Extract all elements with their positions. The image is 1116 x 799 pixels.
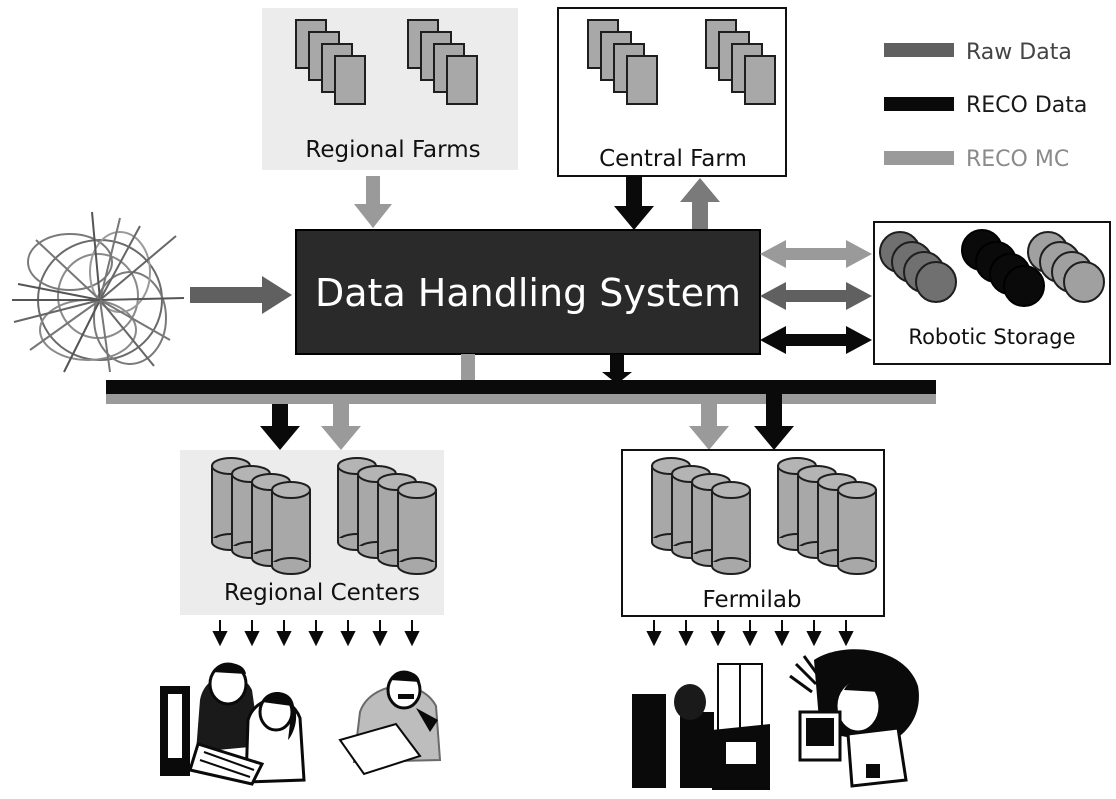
person-reading-icon	[338, 670, 442, 776]
fermilab-output-arrow-head	[774, 631, 790, 647]
arrow-dhs-storage-mc	[760, 240, 872, 268]
regional-centers-output-arrow-head	[212, 631, 228, 647]
data-handling-system-node: Data Handling System	[295, 229, 761, 355]
people-meeting-icon	[632, 663, 770, 790]
person-on-phone-icon	[789, 649, 919, 788]
regional-centers-output-arrows	[212, 620, 420, 647]
central-farm-node: Central Farm	[557, 7, 787, 177]
regional-centers-output-arrow-head	[244, 631, 260, 647]
fermilab-output-arrow-head	[678, 631, 694, 647]
fermilab-output-arrows	[646, 620, 854, 647]
regional-centers-output-arrow-head	[276, 631, 292, 647]
regional-centers-node: Regional Centers	[180, 450, 444, 615]
robotic-storage-node: Robotic Storage	[873, 221, 1111, 365]
arrow-dhs-storage-reco	[760, 326, 872, 354]
data-handling-system-title: Data Handling System	[315, 271, 741, 315]
fermilab-output-arrow-head	[646, 631, 662, 647]
legend-swatch-raw	[884, 43, 954, 57]
fermilab-output-arrow-head	[838, 631, 854, 647]
fermilab-output-arrow-head	[710, 631, 726, 647]
regional-centers-output-arrow-head	[340, 631, 356, 647]
dhs-to-bus-mc-link	[461, 354, 475, 380]
arrow-bus-to-fermilab-mc	[689, 404, 729, 450]
detector-event-icon	[12, 211, 185, 373]
central-farm-label: Central Farm	[599, 146, 747, 172]
people-at-computers-icon	[160, 662, 306, 786]
regional-centers-label: Regional Centers	[224, 580, 420, 606]
data-handling-system-box	[295, 229, 761, 355]
fermilab-label: Fermilab	[702, 587, 801, 613]
arrow-dhs-to-central-farm	[680, 178, 720, 230]
arrow-dhs-to-bus-reco	[602, 354, 632, 384]
regional-farms-label: Regional Farms	[305, 137, 480, 163]
tape-cluster-mc-icon	[1027, 231, 1105, 303]
tape-cluster-raw-icon	[879, 231, 957, 303]
regional-centers-output-arrow-head	[372, 631, 388, 647]
reco-data-bus	[106, 380, 936, 394]
fermilab-output-arrow-head	[742, 631, 758, 647]
fermilab-output-arrow-head	[806, 631, 822, 647]
arrow-central-farm-to-dhs	[614, 176, 654, 230]
legend-label-mc: RECO MC	[966, 147, 1069, 172]
robotic-storage-label: Robotic Storage	[908, 325, 1075, 349]
tape-cluster-reco-icon	[961, 229, 1045, 307]
fermilab-node: Fermilab	[621, 449, 885, 617]
arrow-bus-to-regional-centers-reco	[260, 404, 300, 450]
legend-swatch-reco	[884, 97, 954, 111]
legend-swatch-mc	[884, 151, 954, 165]
legend-label-reco: RECO Data	[966, 93, 1087, 118]
legend-label-raw: Raw Data	[966, 40, 1072, 65]
regional-centers-output-arrow-head	[308, 631, 324, 647]
arrow-dhs-storage-raw	[760, 282, 872, 310]
arrow-bus-to-regional-centers-mc	[321, 404, 361, 450]
regional-farms-node: Regional Farms	[262, 8, 518, 170]
mc-data-bus	[106, 394, 936, 404]
arrow-bus-to-fermilab-reco	[754, 394, 794, 450]
regional-centers-output-arrow-head	[404, 631, 420, 647]
arrow-regional-farms-to-dhs	[354, 176, 392, 228]
legend: Raw Data RECO Data RECO MC	[884, 40, 1087, 172]
arrow-detector-to-dhs	[190, 276, 292, 314]
